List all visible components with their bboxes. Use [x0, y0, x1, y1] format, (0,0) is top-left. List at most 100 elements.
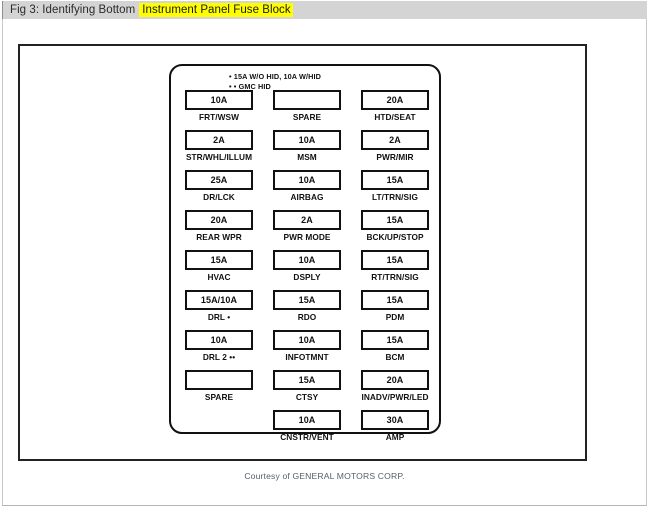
fuse-circuit-label: SPARE	[204, 392, 234, 402]
fuse-amp-rating: 20A	[386, 94, 404, 105]
fuse-amp-rating: 10A	[298, 134, 316, 145]
fuse-cell[interactable]: 10A CNSTR/VENT	[264, 410, 350, 450]
fuse-cell[interactable]: 20A REAR WPR	[176, 210, 262, 250]
fuse-amp-rating: 2A	[301, 214, 313, 225]
fuse-box[interactable]: 15A	[361, 290, 429, 310]
fuse-circuit-label: DRL •	[207, 312, 231, 322]
fuse-cell[interactable]: 2A STR/WHL/ILLUM	[176, 130, 262, 170]
fuse-cell[interactable]: 10A AIRBAG	[264, 170, 350, 210]
fuse-cell[interactable]: 15A/10A DRL •	[176, 290, 262, 330]
fuse-box[interactable]: 20A	[185, 210, 253, 230]
fuse-circuit-label: PWR MODE	[283, 232, 331, 242]
fuse-circuit-label: LT/TRN/SIG	[372, 192, 418, 202]
fuse-box[interactable]: 10A	[273, 410, 341, 430]
fuse-cell[interactable]: 20A HTD/SEAT	[352, 90, 438, 130]
fuse-box[interactable]: 2A	[273, 210, 341, 230]
fuse-box[interactable]: 15A	[361, 330, 429, 350]
fuse-circuit-label: HVAC	[207, 272, 231, 282]
figure-caption-highlight: Instrument Panel Fuse Block	[139, 3, 293, 17]
fuse-amp-rating: 15A	[386, 214, 404, 225]
fuse-column-3: 20A HTD/SEAT 2A PWR/MIR 15A LT/TRN/SIG	[352, 90, 438, 450]
fuse-cell[interactable]: 10A FRT/WSW	[176, 90, 262, 130]
fuse-box[interactable]: 10A	[273, 170, 341, 190]
fuse-amp-rating: 15A	[386, 254, 404, 265]
fuse-box[interactable]: 10A	[185, 330, 253, 350]
fuse-circuit-label: CTSY	[295, 392, 319, 402]
fuse-circuit-label: BCM	[385, 352, 405, 362]
fuse-amp-rating: 10A	[210, 94, 228, 105]
fuse-cell-spare[interactable]: SPARE	[264, 90, 350, 130]
fuse-cell[interactable]: 15A BCM	[352, 330, 438, 370]
figure-caption-prefix: Fig 3: Identifying Bottom	[10, 4, 136, 16]
fuse-box[interactable]: 10A	[273, 250, 341, 270]
fuse-amp-rating: 15A	[210, 254, 228, 265]
fuse-circuit-label: CNSTR/VENT	[280, 432, 334, 442]
fuse-amp-rating: 2A	[389, 134, 401, 145]
instrument-panel-fuse-block: • 15A W/O HID, 10A W/HID • • GMC HID 10A…	[169, 64, 441, 442]
fuse-circuit-label: AMP	[385, 432, 405, 442]
fuse-box[interactable]: 20A	[361, 370, 429, 390]
fuse-circuit-label: SPARE	[292, 112, 322, 122]
fuse-box[interactable]: 25A	[185, 170, 253, 190]
fuse-box[interactable]: 10A	[185, 90, 253, 110]
fuse-circuit-label: INFOTMNT	[285, 352, 329, 362]
fuse-amp-rating: 15A	[298, 374, 316, 385]
fuse-box[interactable]: 10A	[273, 330, 341, 350]
fuse-circuit-label: REAR WPR	[196, 232, 242, 242]
fuse-amp-rating: 10A	[298, 254, 316, 265]
fuse-box[interactable]: 20A	[361, 90, 429, 110]
fuse-amp-rating: 15A/10A	[200, 294, 238, 305]
fuse-box[interactable]: 15A	[273, 290, 341, 310]
fuse-circuit-label: HTD/SEAT	[374, 112, 416, 122]
fuse-cell[interactable]: 15A HVAC	[176, 250, 262, 290]
fuse-cell[interactable]: 10A DSPLY	[264, 250, 350, 290]
fuse-cell[interactable]: 20A INADV/PWR/LED	[352, 370, 438, 410]
fuse-cell[interactable]: 30A AMP	[352, 410, 438, 450]
legend-line-2: • • GMC HID	[229, 81, 271, 91]
fuse-cell[interactable]: 10A MSM	[264, 130, 350, 170]
fuse-amp-rating: 2A	[213, 134, 225, 145]
fuse-cell[interactable]: 10A DRL 2 ••	[176, 330, 262, 370]
fuse-circuit-label: FRT/WSW	[199, 112, 239, 122]
fuse-cell[interactable]: 15A RDO	[264, 290, 350, 330]
fuse-cell[interactable]: 15A PDM	[352, 290, 438, 330]
fuse-amp-rating: 10A	[298, 414, 316, 425]
fuse-cell[interactable]: 15A RT/TRN/SIG	[352, 250, 438, 290]
fuse-box[interactable]: 15A	[361, 210, 429, 230]
fuse-box[interactable]: 2A	[361, 130, 429, 150]
courtesy-notice: Courtesy of GENERAL MOTORS CORP.	[244, 471, 405, 481]
fuse-cell[interactable]: 15A CTSY	[264, 370, 350, 410]
fuse-box[interactable]: 2A	[185, 130, 253, 150]
fuse-box[interactable]: 15A	[361, 170, 429, 190]
fuse-cell[interactable]: 15A LT/TRN/SIG	[352, 170, 438, 210]
fuse-amp-rating: 30A	[386, 414, 404, 425]
fuse-cell[interactable]: 15A BCK/UP/STOP	[352, 210, 438, 250]
document-page: • 15A W/O HID, 10A W/HID • • GMC HID 10A…	[2, 19, 647, 506]
figure-caption-bar: Fig 3: Identifying Bottom Instrument Pan…	[2, 1, 647, 19]
fuse-circuit-label: RT/TRN/SIG	[371, 272, 419, 282]
fuse-amp-rating: 10A	[298, 334, 316, 345]
fuse-circuit-label: BCK/UP/STOP	[366, 232, 424, 242]
fuse-amp-rating: 10A	[298, 174, 316, 185]
fuse-amp-rating: 20A	[386, 374, 404, 385]
fuse-circuit-label: PDM	[385, 312, 405, 322]
fuse-box[interactable]: 15A	[273, 370, 341, 390]
fuse-cell[interactable]: 2A PWR MODE	[264, 210, 350, 250]
fuse-box[interactable]: 15A	[361, 250, 429, 270]
fuse-cell-spare[interactable]: SPARE	[176, 370, 262, 410]
fuse-box[interactable]: 10A	[273, 130, 341, 150]
fuse-cell[interactable]: 10A INFOTMNT	[264, 330, 350, 370]
fuse-box-empty[interactable]	[185, 370, 253, 390]
fuse-amp-rating: 25A	[210, 174, 228, 185]
fuse-box-empty[interactable]	[273, 90, 341, 110]
fuse-box[interactable]: 15A	[185, 250, 253, 270]
fuse-block-legend: • 15A W/O HID, 10A W/HID • • GMC HID	[229, 72, 429, 91]
fuse-circuit-label: RDO	[297, 312, 317, 322]
fuse-circuit-label: DRL 2 ••	[202, 352, 236, 362]
fuse-box[interactable]: 30A	[361, 410, 429, 430]
fuse-circuit-label: STR/WHL/ILLUM	[185, 152, 253, 162]
fuse-amp-rating: 15A	[386, 294, 404, 305]
fuse-box[interactable]: 15A/10A	[185, 290, 253, 310]
fuse-cell[interactable]: 2A PWR/MIR	[352, 130, 438, 170]
fuse-cell[interactable]: 25A DR/LCK	[176, 170, 262, 210]
